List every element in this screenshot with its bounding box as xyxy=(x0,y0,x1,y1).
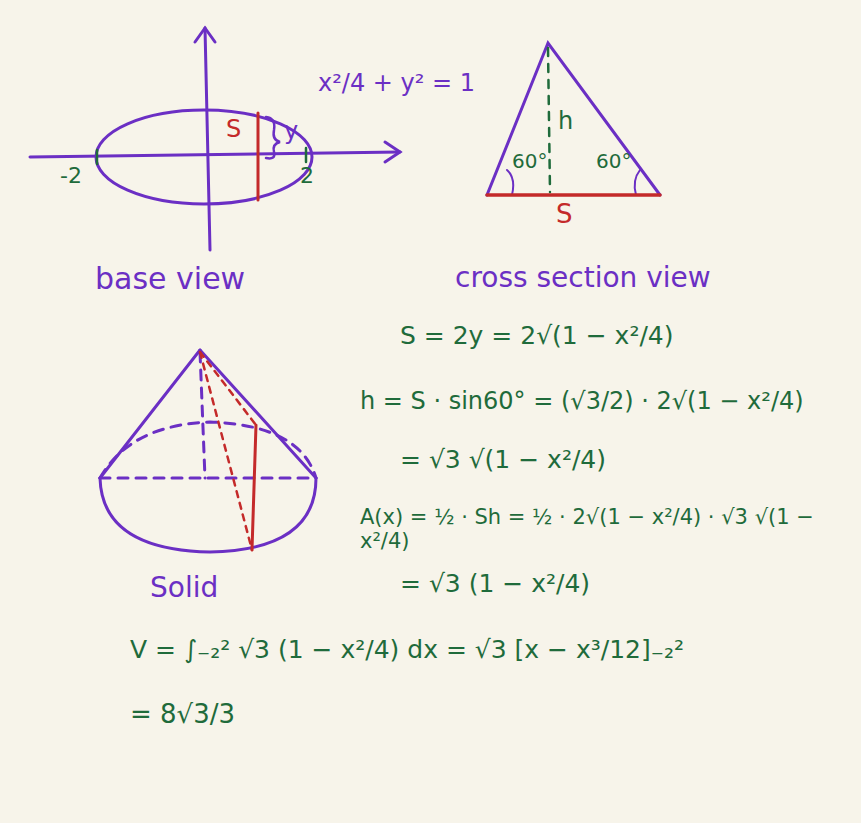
axis-number: -2 xyxy=(60,163,82,188)
cross-section-edge xyxy=(200,352,252,550)
equation: h = S · sin60° = (√3/2) · 2√(1 − x²/4) xyxy=(360,388,804,416)
axis-arrow xyxy=(385,142,400,162)
height-line xyxy=(548,48,550,192)
x-axis xyxy=(30,152,400,157)
solid-base-hidden xyxy=(100,422,316,478)
view-caption: cross section view xyxy=(455,262,711,294)
solid-base xyxy=(100,478,316,552)
equation: V = ∫₋₂² √3 (1 − x²/4) dx = √3 [x − x³/1… xyxy=(130,636,684,665)
dashed-axis xyxy=(100,477,316,480)
triangle xyxy=(487,43,660,195)
y-axis xyxy=(205,28,210,250)
angle-label: 60° xyxy=(596,150,631,173)
bracket xyxy=(266,117,280,158)
dimension-label: y xyxy=(284,118,298,146)
equation: = √3 √(1 − x²/4) xyxy=(400,446,606,475)
view-caption: base view xyxy=(95,262,245,297)
side-label: S xyxy=(226,116,241,144)
equation: A(x) = ½ · Sh = ½ · 2√(1 − x²/4) · √3 √(… xyxy=(360,505,855,553)
tick xyxy=(305,148,308,162)
equation-label: x²/4 + y² = 1 xyxy=(318,70,475,98)
dashed-height xyxy=(200,352,205,478)
height-label: h xyxy=(558,108,573,136)
angle-arc xyxy=(635,170,640,195)
triangle-base xyxy=(487,193,660,197)
cross-section-line xyxy=(252,425,256,550)
equation: = √3 (1 − x²/4) xyxy=(400,570,590,599)
axis-arrow xyxy=(195,28,215,42)
axis-number: 2 xyxy=(300,163,314,188)
side-label: S xyxy=(556,200,573,230)
angle-label: 60° xyxy=(512,150,547,173)
angle-arc xyxy=(507,170,513,195)
tick xyxy=(96,150,99,164)
cross-section-line xyxy=(257,113,260,200)
ellipse-base xyxy=(96,110,312,204)
view-caption: Solid xyxy=(150,572,218,604)
equation: = 8√3/3 xyxy=(130,700,235,730)
equation: S = 2y = 2√(1 − x²/4) xyxy=(400,322,674,351)
